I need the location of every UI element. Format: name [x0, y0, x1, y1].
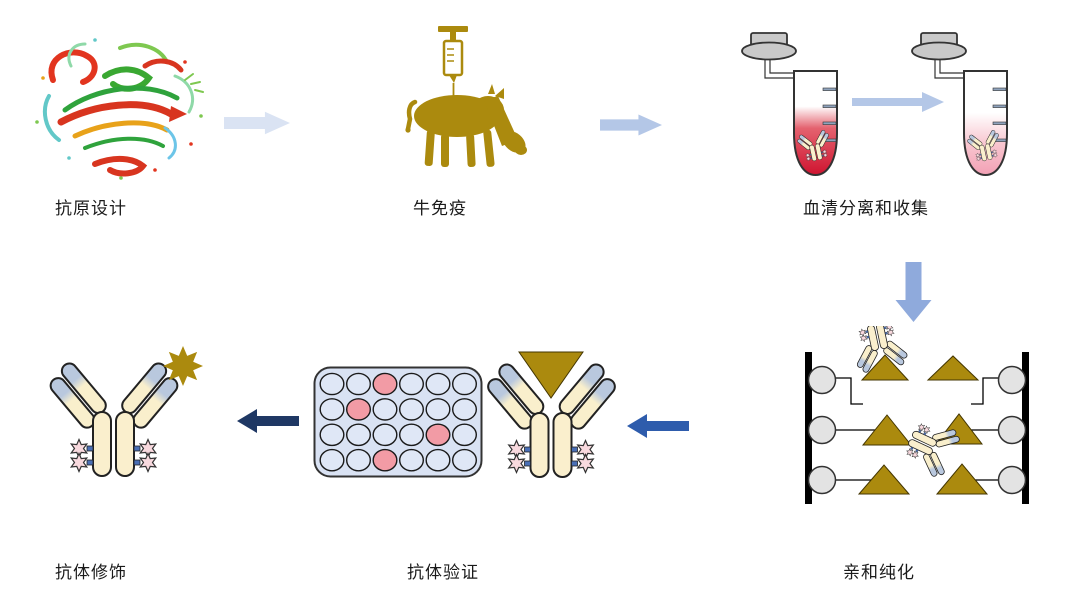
well-positive — [372, 372, 398, 396]
cow-silhouette — [405, 84, 527, 168]
bound-antigen-triangle — [518, 351, 584, 399]
well-positive — [425, 423, 451, 447]
well — [425, 398, 451, 421]
well-positive — [346, 398, 372, 421]
well — [319, 448, 345, 472]
label-affinity-purification: 亲和纯化 — [843, 563, 915, 582]
well — [398, 398, 424, 421]
antibody-antigen-complex-icon — [487, 351, 622, 478]
resin-beads — [807, 365, 1027, 495]
fluorophore-sun-icon — [163, 346, 203, 386]
well — [319, 423, 345, 447]
arrow-antigen-to-cow-icon — [224, 111, 290, 135]
well — [346, 448, 372, 472]
syringe-icon — [438, 26, 468, 96]
label-antibody-validation: 抗体验证 — [407, 563, 479, 582]
modified-antibody-icon — [44, 346, 203, 477]
well — [319, 372, 345, 396]
well — [451, 372, 477, 396]
well — [425, 448, 451, 472]
arrow-purification-to-validation-icon — [627, 414, 689, 438]
centrifuge-tube-dark-icon — [741, 32, 838, 177]
tube-body-plasma — [963, 70, 1008, 177]
well — [451, 398, 477, 421]
cow-with-syringe-icon — [405, 26, 527, 168]
well — [346, 423, 372, 447]
centrifuge-tube-light-icon — [911, 32, 1008, 177]
tube-body-serum — [793, 70, 838, 177]
arrow-tube-to-tube-icon — [852, 92, 944, 112]
arrow-validation-to-modification-icon — [237, 409, 299, 433]
well — [319, 398, 345, 421]
label-cow-immunization: 牛免疫 — [413, 199, 467, 218]
antibody-icon — [44, 359, 184, 477]
well — [398, 423, 424, 447]
plate-wells — [319, 372, 477, 472]
well — [372, 423, 398, 447]
arrow-cow-to-serum-icon — [600, 114, 662, 136]
well — [398, 372, 424, 396]
well — [346, 372, 372, 396]
label-antigen-design: 抗原设计 — [55, 199, 127, 218]
well — [451, 448, 477, 472]
label-antibody-modification: 抗体修饰 — [55, 563, 127, 582]
well — [451, 423, 477, 447]
well — [372, 398, 398, 421]
well — [398, 448, 424, 472]
protein-ribbon-icon — [35, 38, 204, 180]
elisa-plate-icon — [313, 366, 483, 478]
arrow-serum-to-purification-icon — [895, 262, 932, 322]
antigen-triangles — [857, 354, 989, 495]
label-serum-separation: 血清分离和收集 — [803, 199, 929, 218]
affinity-column-icon — [805, 326, 1029, 504]
well — [425, 372, 451, 396]
well-positive — [372, 448, 398, 472]
